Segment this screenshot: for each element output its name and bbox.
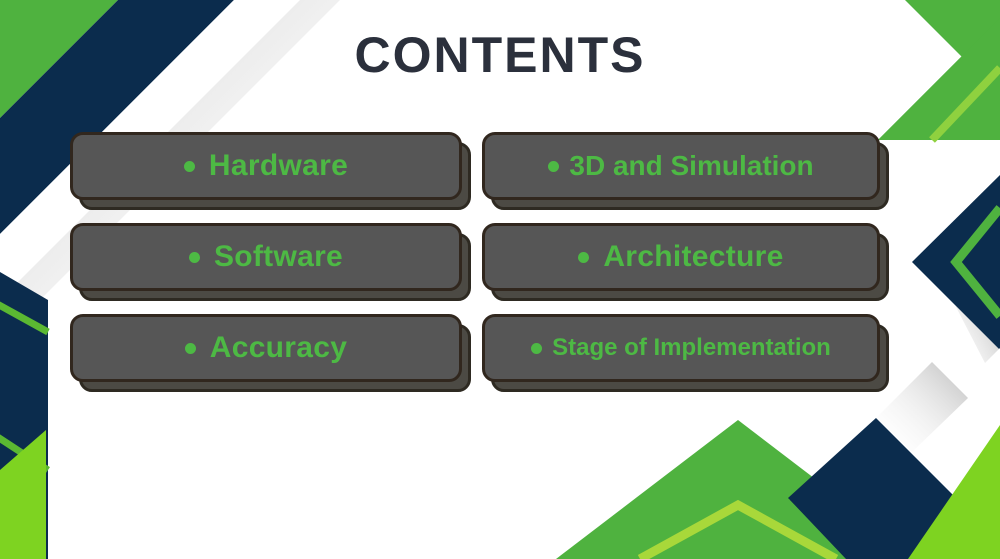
content-box-label: Hardware	[208, 149, 349, 182]
bright-green-corner-bottom-right-2	[908, 425, 1000, 559]
content-box-hardware[interactable]: Hardware	[70, 132, 462, 200]
bullet-dot-icon	[578, 251, 590, 263]
content-box-software[interactable]: Software	[70, 223, 462, 291]
navy-diamond-bottom-right-2	[788, 418, 1000, 559]
content-box-3d-and-simulation[interactable]: 3D and Simulation	[482, 132, 880, 200]
list-item[interactable]: Accuracy	[70, 314, 471, 405]
green-triangle-bottom-center	[556, 420, 920, 559]
bright-green-corner-bottom-right	[912, 428, 1000, 559]
bright-green-wedge-bottom-left-2	[0, 430, 46, 559]
content-box-label: Software	[213, 240, 344, 273]
bullet-dot-icon	[188, 251, 200, 263]
content-box-accuracy[interactable]: Accuracy	[70, 314, 462, 382]
content-box-stage-of-implementation[interactable]: Stage of Implementation	[482, 314, 880, 382]
content-box-label: Architecture	[603, 240, 784, 273]
list-item[interactable]: 3D and Simulation	[482, 132, 889, 223]
content-box-architecture[interactable]: Architecture	[482, 223, 880, 291]
right-column: 3D and Simulation Architecture	[482, 132, 889, 405]
left-column: Hardware Software Accu	[70, 132, 471, 405]
contents-grid: Hardware Software Accu	[0, 132, 1000, 412]
list-item[interactable]: Stage of Implementation	[482, 314, 889, 405]
light-green-chevron-bottom-center	[637, 499, 839, 559]
content-box-label: 3D and Simulation	[569, 150, 814, 181]
navy-diamond-bottom-right	[790, 420, 1000, 559]
bright-green-wedge-bottom-left	[0, 432, 46, 559]
bullet-dot-icon	[548, 160, 560, 172]
bullet-dot-icon	[531, 342, 543, 354]
content-box-label: Stage of Implementation	[552, 334, 831, 361]
list-item[interactable]: Software	[70, 223, 471, 314]
bullet-dot-icon	[183, 160, 195, 172]
page-title: CONTENTS	[354, 27, 646, 83]
green-line-left-lower	[0, 434, 50, 473]
list-item[interactable]: Architecture	[482, 223, 889, 314]
list-item[interactable]: Hardware	[70, 132, 471, 223]
bullet-dot-icon	[184, 342, 196, 354]
content-box-label: Accuracy	[209, 331, 348, 364]
